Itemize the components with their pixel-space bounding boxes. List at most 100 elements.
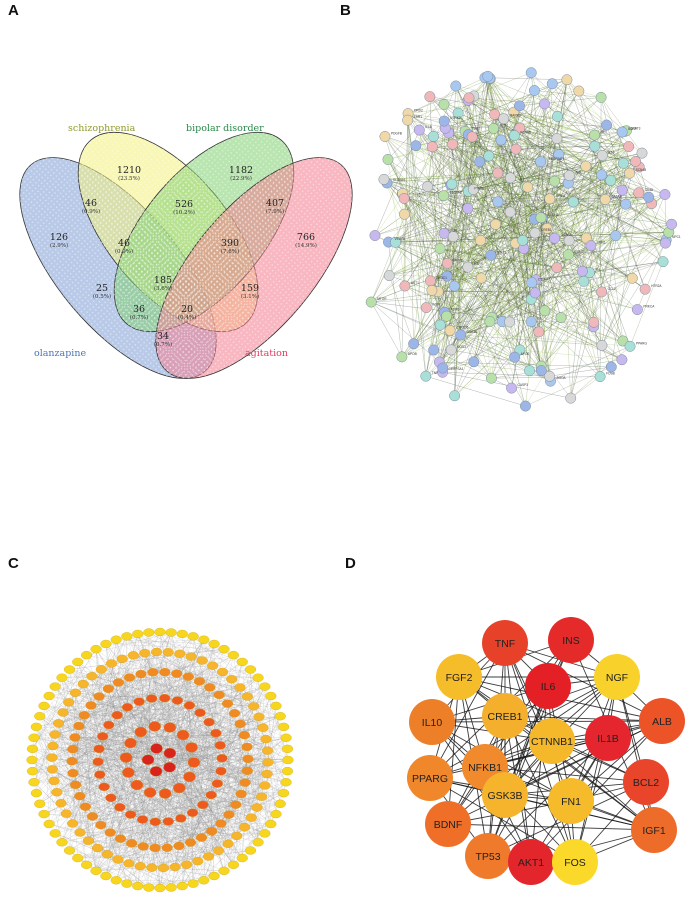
ring-node	[159, 667, 171, 677]
ring-node	[73, 721, 85, 731]
ring-node	[56, 673, 68, 682]
ring-node	[183, 701, 195, 710]
ppi-node	[578, 275, 590, 287]
ppi-node	[390, 236, 401, 248]
ppi-node	[509, 351, 521, 363]
ring-node	[182, 672, 194, 681]
venn-count: 36	[133, 304, 145, 315]
ppi-node-label: MAPK3	[510, 114, 521, 118]
ppi-node-label: SOD1	[500, 123, 509, 127]
venn-count: 34	[157, 331, 169, 342]
ring-node	[55, 799, 67, 808]
ring-node	[216, 667, 229, 677]
venn-count: 159	[241, 283, 259, 294]
ring-node	[195, 833, 208, 842]
ppi-node	[462, 202, 474, 214]
ring-node	[30, 788, 42, 798]
ring-node	[137, 842, 149, 851]
ring-node	[46, 765, 58, 774]
ring-node	[171, 669, 183, 678]
ppi-node	[549, 232, 561, 244]
ring-node	[206, 827, 218, 836]
ppi-node	[378, 173, 390, 185]
ppi-node	[447, 138, 459, 150]
ring-node	[238, 730, 250, 740]
ppi-node	[475, 234, 487, 246]
ppi-node-label: SLC2A2	[450, 191, 462, 195]
ppi-node-label: VEGFA	[395, 237, 407, 241]
ring-node	[90, 866, 102, 876]
ring-node	[26, 744, 39, 753]
ring-node	[265, 691, 277, 701]
ppi-node	[617, 157, 629, 169]
ring-node	[52, 719, 64, 728]
ring-node	[105, 793, 117, 803]
ppi-node	[546, 78, 558, 90]
ring-node	[63, 846, 76, 855]
ring-node	[245, 813, 257, 822]
ppi-node	[434, 319, 446, 331]
ring-node	[186, 808, 199, 817]
ring-node	[213, 690, 225, 700]
hub-node-label: ALB	[652, 716, 672, 728]
ppi-node	[529, 227, 541, 239]
ppi-node	[492, 167, 504, 179]
ring-node	[150, 647, 163, 657]
ppi-node	[455, 329, 467, 341]
hub-node-fgf2: FGF2	[436, 654, 482, 700]
ring-node	[47, 741, 59, 751]
ppi-node	[589, 129, 601, 141]
ring-node	[215, 766, 227, 776]
ring-node	[214, 741, 226, 750]
ring-node	[149, 766, 163, 777]
ring-node	[95, 665, 107, 674]
ring-node	[114, 834, 127, 843]
ppi-node	[555, 312, 567, 323]
ppi-node	[365, 296, 377, 308]
ring-node	[78, 711, 90, 720]
ppi-node	[449, 390, 461, 402]
ring-node	[126, 839, 138, 848]
ring-node	[234, 719, 246, 729]
ring-node	[259, 829, 271, 838]
ppi-node	[410, 140, 422, 152]
ring-node	[57, 708, 69, 717]
ppi-node-label: SLC6A4	[393, 178, 405, 182]
ring-node	[26, 755, 38, 765]
ring-node	[70, 780, 82, 790]
ring-node	[69, 688, 82, 697]
ppi-node	[601, 119, 613, 131]
ppi-node-label: NTRK2	[450, 116, 461, 120]
hub-node-label: BDNF	[434, 819, 463, 831]
ring-node	[208, 871, 220, 881]
ring-node	[280, 733, 292, 742]
ppi-node-label: TH	[595, 268, 600, 272]
ring-node	[34, 712, 46, 721]
venn-set-label-olanzapine: olanzapine	[34, 348, 86, 359]
ring-node	[173, 782, 186, 794]
ring-node	[192, 857, 204, 866]
ppi-node-label: NR3C1	[436, 276, 447, 280]
ppi-node	[482, 70, 494, 82]
ring-node	[134, 726, 147, 738]
ppi-node	[567, 196, 579, 208]
venn-count: 407	[266, 198, 284, 209]
ppi-node	[636, 147, 648, 159]
ring-node	[223, 810, 235, 819]
ppi-node	[426, 284, 438, 296]
ppi-node	[561, 74, 573, 86]
ring-node	[121, 879, 133, 888]
ring-node	[222, 839, 234, 848]
ring-node	[236, 853, 248, 863]
ppi-node	[402, 114, 414, 126]
ring-node	[241, 742, 253, 752]
venn-pct: (23.5%)	[118, 175, 140, 182]
ring-node	[143, 883, 155, 892]
ring-node	[124, 737, 137, 749]
hub-node-label: TP53	[475, 851, 500, 863]
ppi-node	[562, 249, 574, 261]
venn-pct: (3.1%)	[241, 293, 259, 300]
ring-node	[185, 838, 197, 847]
ppi-node	[408, 338, 420, 350]
ring-node	[252, 838, 264, 847]
